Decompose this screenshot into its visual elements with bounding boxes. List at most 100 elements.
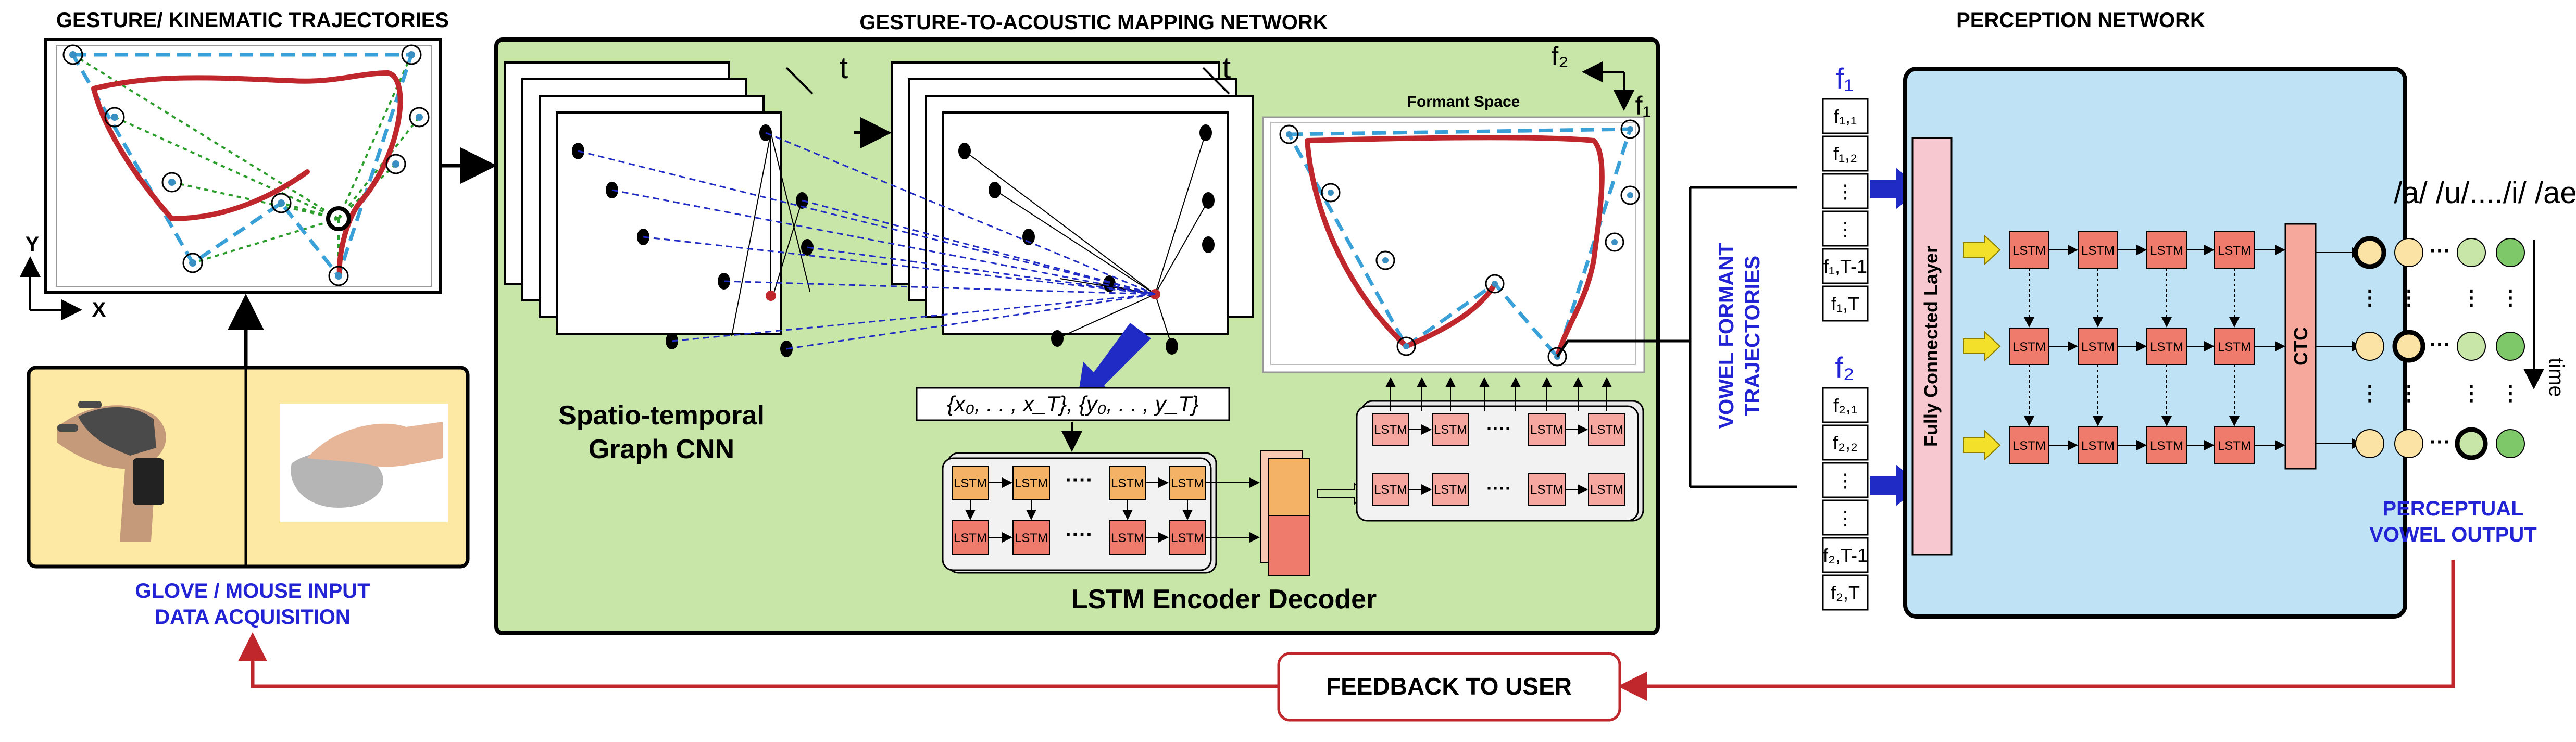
ctc-output-node bbox=[2355, 332, 2384, 361]
ctc-output-node bbox=[2496, 429, 2525, 458]
ctc-output-node bbox=[2496, 238, 2525, 267]
perception-lstm-cell bbox=[2146, 426, 2187, 464]
fmt-lstm-4: LSTM bbox=[1590, 423, 1623, 437]
fmt-lstm-2: LSTM bbox=[1434, 423, 1467, 437]
perception-lstm-label: LSTM bbox=[2218, 244, 2251, 258]
blue-down-arrow bbox=[1078, 323, 1151, 398]
trajectory-cell-label: f₁,T bbox=[1831, 293, 1859, 315]
f2-trajectory-column: f₂ f₂,₁f₂,₂⋮⋮f₂,T-1f₂,T bbox=[1822, 351, 1869, 611]
ctc-vertical-ellipsis: ⋮ bbox=[2359, 286, 2380, 309]
trajectory-cell bbox=[1822, 285, 1869, 322]
x-axis-label: X bbox=[92, 298, 106, 321]
vowel-output-labels: /a/ /u/..../i/ /ae/ bbox=[2394, 176, 2576, 210]
perception-lstm-label: LSTM bbox=[2081, 439, 2115, 453]
trajectory-cell-label: ⋮ bbox=[1836, 470, 1855, 491]
perception-lstm-cell bbox=[2214, 231, 2255, 269]
input-acquisition-panel: GLOVE / MOUSE INPUT DATA ACQUISITION bbox=[27, 366, 470, 628]
ctc-vertical-ellipsis: ⋮ bbox=[2500, 286, 2521, 309]
fmt-lstm-5: LSTM bbox=[1374, 483, 1407, 497]
gesture-red-trajectory bbox=[91, 70, 403, 276]
perception-lstm-label: LSTM bbox=[2150, 439, 2183, 453]
ctc-vertical-ellipsis: ⋮ bbox=[2398, 382, 2419, 405]
sequence-formula: {x₀, . . , x_T}, {y₀, . . , y_T} bbox=[947, 392, 1199, 416]
output-caption-line1: PERCEPTUAL bbox=[2382, 497, 2523, 520]
trajectory-cell-label: ⋮ bbox=[1836, 181, 1855, 202]
enc-lstm-4: LSTM bbox=[1171, 476, 1204, 491]
feedback-label: FEEDBACK TO USER bbox=[1326, 673, 1572, 700]
fully-connected-layer bbox=[1911, 137, 1953, 556]
output-caption-line2: VOWEL OUTPUT bbox=[2369, 523, 2536, 546]
perception-lstm-label: LSTM bbox=[2150, 244, 2183, 258]
trajectory-cell bbox=[1822, 98, 1869, 134]
trajectory-cell-label: f₂,₁ bbox=[1833, 395, 1857, 416]
f2-column-header: f₂ bbox=[1835, 351, 1854, 384]
formant-space-plot: Formant Space f₂ f₁ bbox=[1262, 42, 1652, 373]
perception-lstm-label: LSTM bbox=[2218, 340, 2251, 354]
trajectory-cell-label: ⋮ bbox=[1836, 507, 1855, 529]
trajectory-split-connector bbox=[1689, 186, 1797, 488]
trajectories-label-line1: VOWEL FORMANT bbox=[1715, 243, 1738, 429]
enc-ellipsis-bottom: ···· bbox=[1065, 523, 1093, 546]
gesture-trajectory-panel: Y X bbox=[20, 38, 442, 321]
fmt-lstm-7: LSTM bbox=[1530, 483, 1564, 497]
fmt-lstm-1: LSTM bbox=[1374, 423, 1407, 437]
f1-trajectory-column: f₁ f₁,₁f₁,₂⋮⋮f₁,T-1f₁,T bbox=[1822, 62, 1869, 322]
trajectory-cell-label: f₂,T-1 bbox=[1823, 545, 1868, 566]
trajectory-cell-label: f₁,T-1 bbox=[1823, 256, 1867, 277]
gesture-blue-dashed-hull bbox=[69, 53, 414, 280]
formant-axis-f1: f₁ bbox=[1635, 91, 1652, 120]
perception-lstm-label: LSTM bbox=[2081, 340, 2115, 354]
trajectory-cell-label: f₁,₁ bbox=[1834, 106, 1857, 127]
ctc-horizontal-ellipsis: ··· bbox=[2430, 431, 2450, 454]
enc-lstm-3: LSTM bbox=[1111, 476, 1144, 491]
ctc-vertical-ellipsis: ⋮ bbox=[2461, 286, 2482, 309]
glove-hand-image bbox=[57, 401, 166, 542]
ctc-output-node bbox=[2457, 332, 2486, 361]
ctc-horizontal-ellipsis: ··· bbox=[2430, 333, 2450, 356]
ctc-vertical-ellipsis: ⋮ bbox=[2500, 382, 2521, 405]
y-axis-label: Y bbox=[26, 233, 40, 256]
encoder-caption: LSTM Encoder Decoder bbox=[1071, 584, 1377, 614]
trajectory-cell bbox=[1822, 248, 1869, 284]
dec-lstm-4: LSTM bbox=[1171, 531, 1204, 545]
ctc-output-node bbox=[2457, 238, 2486, 267]
trajectory-cell bbox=[1822, 537, 1869, 573]
perception-lstm-label: LSTM bbox=[2081, 244, 2115, 258]
fmt-lstm-8: LSTM bbox=[1590, 483, 1623, 497]
fmt-ellipsis-top: ···· bbox=[1486, 418, 1511, 439]
perception-lstm-cell bbox=[2009, 426, 2049, 464]
dec-lstm-1: LSTM bbox=[954, 531, 987, 545]
graph-conv-blue-edges bbox=[578, 132, 1156, 350]
dec-lstm-2: LSTM bbox=[1015, 531, 1048, 545]
perception-input-arrow bbox=[1963, 234, 2001, 266]
perception-lstm-cell bbox=[2146, 328, 2187, 365]
gesture-section-title: GESTURE/ KINEMATIC TRAJECTORIES bbox=[56, 9, 449, 32]
perception-lstm-cell bbox=[2214, 328, 2255, 365]
fmt-lstm-3: LSTM bbox=[1530, 423, 1564, 437]
perception-lstm-cell bbox=[2146, 231, 2187, 269]
perception-lstm-label: LSTM bbox=[2218, 439, 2251, 453]
feedback-line-right bbox=[1618, 560, 2455, 701]
dec-lstm-3: LSTM bbox=[1111, 531, 1144, 545]
ctc-output-node bbox=[2355, 429, 2384, 458]
perception-lstm-label: LSTM bbox=[2012, 439, 2046, 453]
formant-decoder-lstm-grid: LSTM LSTM LSTM LSTM LSTM LSTM LSTM LSTM … bbox=[1356, 377, 1644, 522]
ctc-label: CTC bbox=[2290, 327, 2311, 366]
trajectory-cell-label: ⋮ bbox=[1836, 218, 1855, 240]
formant-space-title: Formant Space bbox=[1407, 93, 1520, 110]
trajectory-cell-label: f₁,₂ bbox=[1833, 143, 1857, 165]
perception-lstm-cell bbox=[2078, 426, 2118, 464]
enc-lstm-2: LSTM bbox=[1015, 476, 1048, 491]
formant-axis-f2: f₂ bbox=[1551, 42, 1568, 71]
trajectory-cell bbox=[1822, 499, 1869, 536]
ctc-output-node bbox=[2394, 429, 2423, 458]
ctc-horizontal-ellipsis: ··· bbox=[2430, 240, 2450, 262]
trajectory-cell bbox=[1822, 574, 1869, 611]
graph-time-label-2: t bbox=[1222, 51, 1231, 85]
time-label: time bbox=[2545, 358, 2568, 397]
ctc-vertical-ellipsis: ⋮ bbox=[2359, 382, 2380, 405]
ctc-output-node bbox=[2394, 238, 2423, 267]
trajectory-cell bbox=[1822, 135, 1869, 172]
ctc-output-nodes: ⋮⋮⋮⋮···⋮⋮⋮⋮······ bbox=[2316, 236, 2525, 460]
